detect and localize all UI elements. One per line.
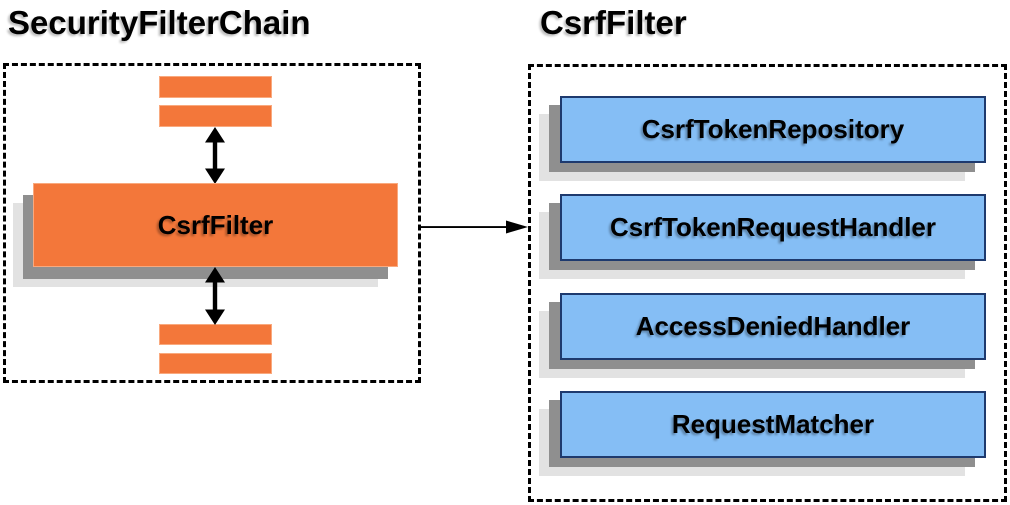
- component-label: CsrfTokenRequestHandler: [609, 212, 937, 242]
- component-label: CsrfTokenRepository: [641, 114, 905, 144]
- filter-bar: [159, 105, 272, 127]
- security-filter-chain-panel: [3, 63, 421, 383]
- filter-bar: [159, 324, 272, 345]
- component-box-request-matcher: RequestMatcher: [560, 391, 986, 458]
- component-box-csrf-token-repository: CsrfTokenRepository: [560, 96, 986, 163]
- csrf-filter-box: CsrfFilter: [33, 183, 398, 267]
- csrf-filter-box-label: CsrfFilter: [157, 209, 274, 240]
- right-arrow-icon: [421, 220, 528, 234]
- filter-bar: [159, 76, 272, 98]
- component-label: AccessDeniedHandler: [635, 311, 911, 341]
- double-headed-vertical-arrow-icon: [205, 267, 225, 325]
- filter-bar: [159, 353, 272, 374]
- component-box-csrf-token-request-handler: CsrfTokenRequestHandler: [560, 194, 986, 261]
- double-headed-vertical-arrow-icon: [205, 127, 225, 184]
- security-filter-chain-title: SecurityFilterChain: [8, 4, 311, 41]
- component-label: RequestMatcher: [671, 409, 875, 439]
- csrf-filter-title: CsrfFilter: [540, 4, 687, 41]
- component-box-access-denied-handler: AccessDeniedHandler: [560, 293, 986, 360]
- csrf-filter-components-panel: [528, 64, 1007, 502]
